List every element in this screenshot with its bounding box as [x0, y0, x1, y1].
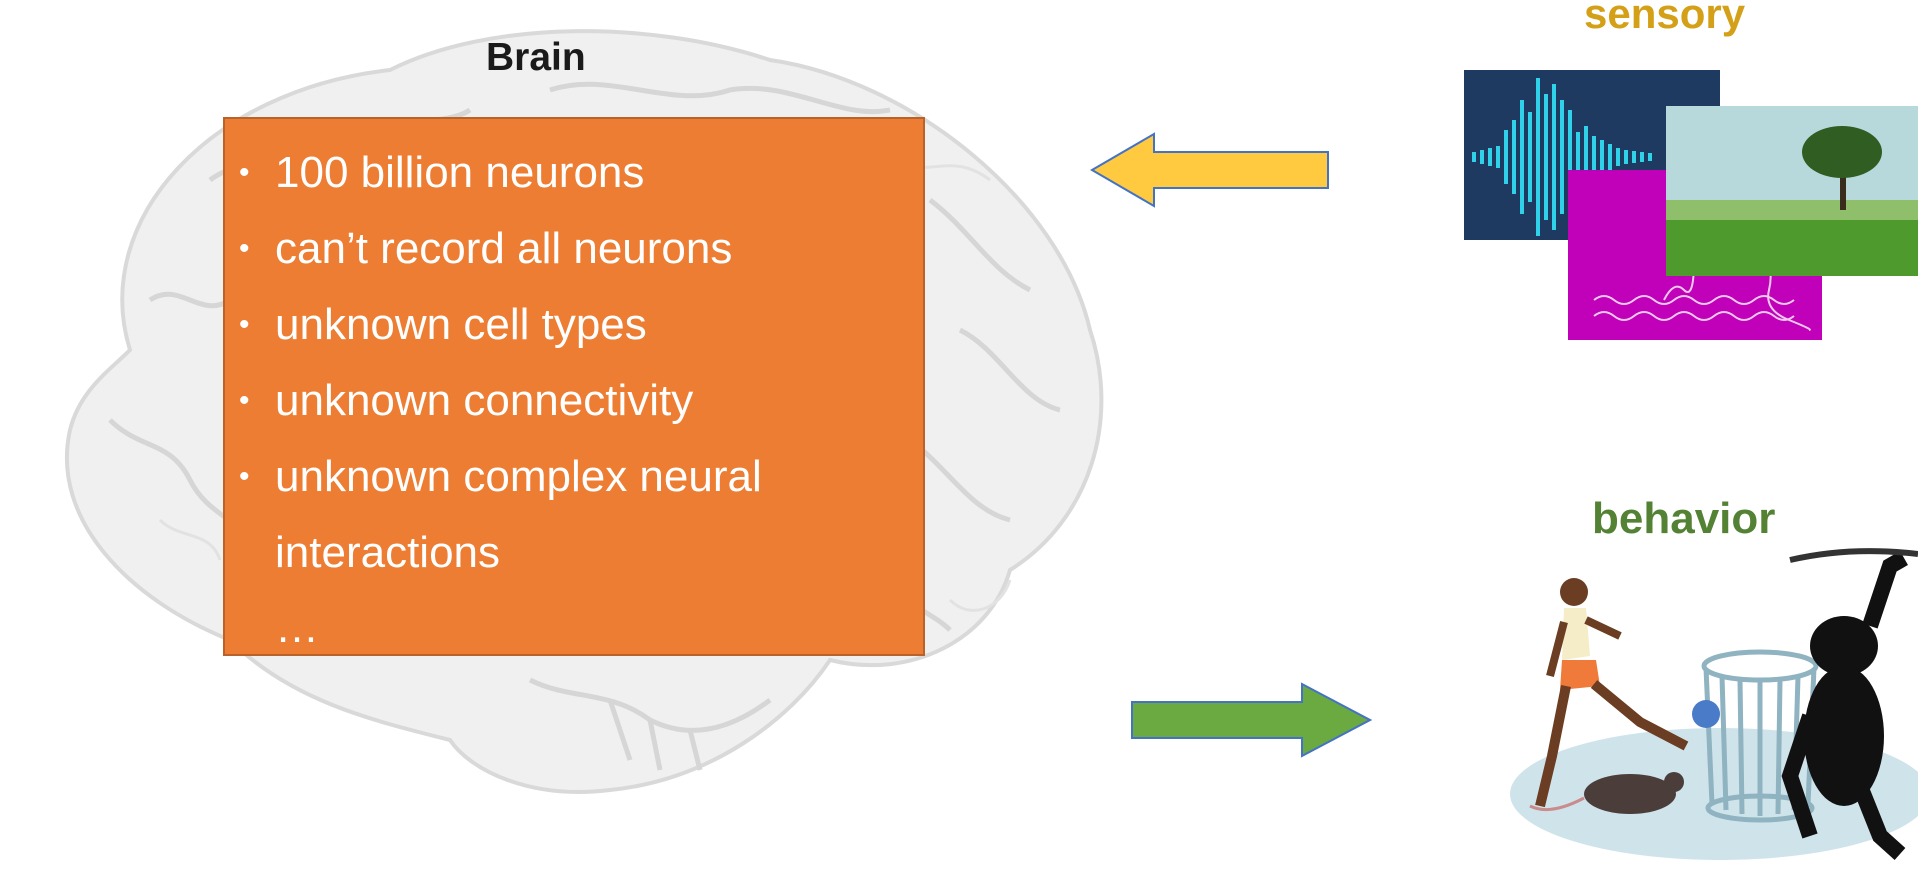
list-item: • can’t record all neurons: [225, 211, 835, 287]
bullet-icon: •: [239, 287, 250, 363]
fact-text: unknown connectivity: [275, 376, 693, 425]
bullet-icon: •: [239, 439, 250, 515]
list-item: • unknown complex neural interactions: [225, 439, 835, 591]
fact-text: can’t record all neurons: [275, 224, 732, 273]
bullet-icon: •: [239, 211, 250, 287]
sensory-images: [1464, 70, 1918, 342]
bullet-icon: •: [239, 363, 250, 439]
sensory-arrow-icon: [1090, 132, 1330, 208]
behavior-images: [1490, 536, 1918, 869]
fact-text: unknown complex neural interactions: [275, 452, 762, 577]
brain-facts-list: • 100 billion neurons • can’t record all n…: [225, 135, 835, 591]
fact-text: 100 billion neurons: [275, 148, 644, 197]
bullet-icon: •: [239, 135, 250, 211]
landscape-tree-image: [1666, 106, 1918, 276]
behavior-arrow-icon: [1130, 682, 1372, 758]
brain-title: Brain: [486, 36, 586, 80]
list-item: • 100 billion neurons: [225, 135, 835, 211]
sensory-label: sensory: [1584, 0, 1745, 38]
list-item: • unknown connectivity: [225, 363, 835, 439]
brain-facts-box: • 100 billion neurons • can’t record all n…: [223, 117, 925, 656]
list-item: • unknown cell types: [225, 287, 835, 363]
ellipsis: …: [275, 603, 319, 653]
fact-text: unknown cell types: [275, 300, 647, 349]
